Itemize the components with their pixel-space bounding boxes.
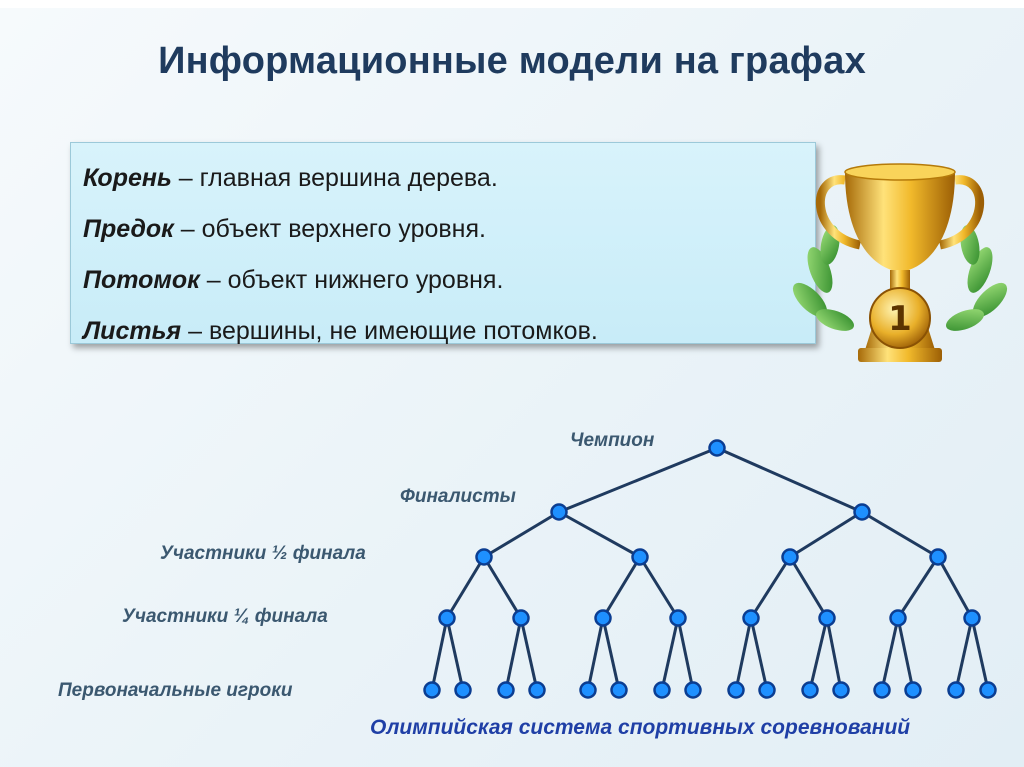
definition-text: – объект нижнего уровня. xyxy=(199,266,504,294)
node-initial-player xyxy=(610,681,628,699)
definitions-box: Корень – главная вершина дерева. Предок … xyxy=(70,142,816,345)
tree-edge xyxy=(558,446,718,514)
node-initial-player xyxy=(579,681,597,699)
node-quarterfinalist xyxy=(438,609,456,627)
trophy-number: 1 xyxy=(888,299,912,339)
definition-text: – вершины, не имеющие потомков. xyxy=(181,317,598,345)
node-semifinalist xyxy=(781,548,799,566)
node-quarterfinalist xyxy=(889,609,907,627)
tree-edge xyxy=(808,617,829,691)
node-semifinalist xyxy=(475,548,493,566)
trophy-icon: 1 xyxy=(792,163,1008,362)
definition-term: Предок xyxy=(83,215,174,243)
definition-text: – главная вершина дерева. xyxy=(171,164,498,192)
tree-edge xyxy=(483,510,560,559)
node-finalist xyxy=(853,503,871,521)
node-initial-player xyxy=(904,681,922,699)
definition-term: Корень xyxy=(83,164,172,192)
tree-edge xyxy=(660,617,680,691)
node-quarterfinalist xyxy=(818,609,836,627)
level-label-semifinal: Участники ½ финала xyxy=(160,543,366,564)
node-initial-player xyxy=(947,681,965,699)
tree-edge xyxy=(430,617,449,691)
tree-edge xyxy=(861,510,939,559)
tree-edge xyxy=(789,510,863,559)
node-initial-player xyxy=(801,681,819,699)
node-initial-player xyxy=(727,681,745,699)
node-quarterfinalist xyxy=(963,609,981,627)
node-quarterfinalist xyxy=(742,609,760,627)
node-initial-player xyxy=(832,681,850,699)
node-initial-player xyxy=(497,681,515,699)
laurel-left-icon xyxy=(792,225,855,331)
tree-edge xyxy=(716,446,863,514)
node-champion xyxy=(708,439,726,457)
node-quarterfinalist xyxy=(594,609,612,627)
definition-term: Листья xyxy=(83,317,182,345)
node-quarterfinalist xyxy=(669,609,687,627)
tree-edge xyxy=(504,617,523,691)
node-initial-player xyxy=(684,681,702,699)
node-initial-player xyxy=(653,681,671,699)
page-title: Информационные модели на графах xyxy=(158,40,866,82)
tree-edge xyxy=(445,617,465,691)
node-semifinalist xyxy=(631,548,649,566)
definition-root: Корень – главная вершина дерева. xyxy=(83,153,815,204)
node-semifinalist xyxy=(929,548,947,566)
tree-edge xyxy=(970,617,990,691)
node-initial-player xyxy=(528,681,546,699)
node-initial-player xyxy=(454,681,472,699)
node-initial-player xyxy=(979,681,997,699)
node-initial-player xyxy=(758,681,776,699)
tree-edge xyxy=(558,510,641,559)
definition-descendant: Потомок – объект нижнего уровня. xyxy=(83,255,815,306)
node-initial-player xyxy=(423,681,441,699)
level-label-initial-players: Первоначальные игроки xyxy=(58,680,293,701)
tree-edge xyxy=(954,617,974,691)
definition-leaves: Листья – вершины, не имеющие потомков. xyxy=(83,306,815,357)
tree-edge xyxy=(601,617,621,691)
tree-edge xyxy=(638,556,680,619)
level-label-quarterfinal: Участники ¼ финала xyxy=(122,606,328,627)
diagram-caption: Олимпийская система спортивных соревнова… xyxy=(370,716,911,739)
tree-edge xyxy=(749,617,769,691)
tree-edge xyxy=(601,556,642,619)
tree-edge xyxy=(896,617,915,691)
node-quarterfinalist xyxy=(512,609,530,627)
tree-edge xyxy=(825,617,843,691)
tree-edge xyxy=(749,556,792,619)
definition-ancestor: Предок – объект верхнего уровня. xyxy=(83,204,815,255)
definition-term: Потомок xyxy=(83,266,200,294)
tree-edge xyxy=(445,556,486,619)
tree-edge xyxy=(788,556,829,619)
level-label-champion: Чемпион xyxy=(570,430,655,451)
tree-edge xyxy=(482,556,523,619)
tree-edge xyxy=(676,617,695,691)
level-label-finalists: Финалисты xyxy=(400,486,516,507)
tree-edge xyxy=(586,617,605,691)
tree-edge xyxy=(734,617,753,691)
tree-edge xyxy=(519,617,539,691)
tree-edge xyxy=(896,556,940,619)
node-finalist xyxy=(550,503,568,521)
node-initial-player xyxy=(873,681,891,699)
tree-edge xyxy=(936,556,974,619)
tree-edge xyxy=(880,617,900,691)
definition-text: – объект верхнего уровня. xyxy=(173,215,486,243)
